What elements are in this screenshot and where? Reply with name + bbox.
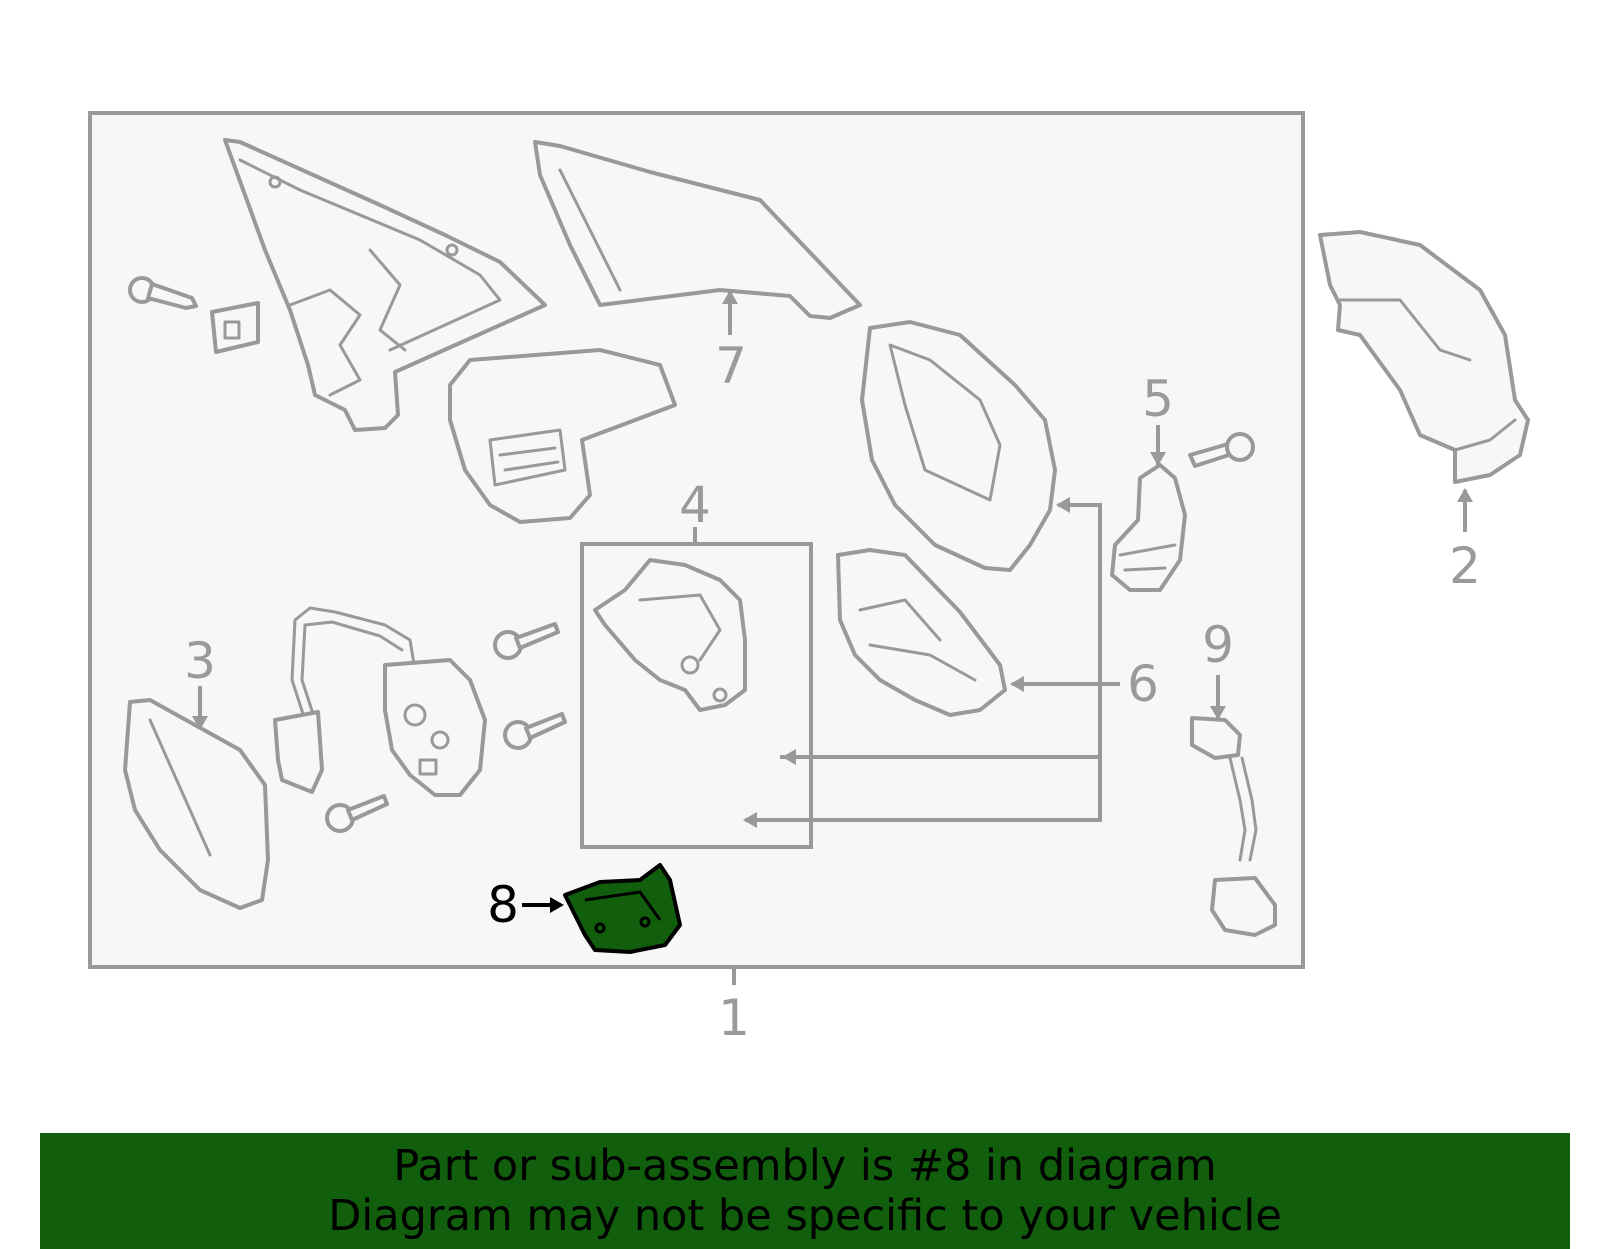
callout-1: 1	[718, 989, 750, 1047]
base-bracket	[448, 348, 677, 524]
arrowhead-6a	[1056, 497, 1070, 513]
mirror-base-housing	[223, 138, 547, 432]
mirror-glass-3	[123, 698, 270, 910]
screw-base	[128, 276, 198, 310]
arrowhead-6b	[782, 749, 796, 765]
wire-harness-9	[1190, 716, 1277, 937]
callout-5: 5	[1142, 370, 1174, 428]
callout-2-arrowhead	[1457, 488, 1473, 502]
screw-center-1	[493, 622, 560, 660]
info-banner: Part or sub-assembly is #8 in diagram Di…	[40, 1133, 1570, 1249]
callout-7-arrowhead	[722, 290, 738, 304]
callout-4: 4	[679, 476, 711, 534]
callout-2: 2	[1449, 537, 1481, 595]
parts-diagram: 1 2 3 4 5 6 7 8 9	[88, 111, 1530, 1047]
callout-6: 6	[1127, 655, 1159, 713]
banner-disclaimer-line: Diagram may not be specific to your vehi…	[328, 1191, 1282, 1241]
callout-3-arrowhead	[192, 716, 208, 730]
turn-signal-5	[1110, 463, 1187, 592]
screw-center-2	[503, 712, 567, 750]
banner-part-line: Part or sub-assembly is #8 in diagram	[393, 1141, 1217, 1191]
screw-signal	[1188, 432, 1255, 468]
screw-center-3	[325, 794, 389, 833]
mirror-housing-frame	[860, 320, 1057, 572]
clip	[210, 301, 260, 354]
callout-9: 9	[1202, 616, 1234, 674]
callout-5-arrowhead	[1150, 452, 1166, 466]
callout-6-arrowhead	[1010, 676, 1024, 692]
mirror-motor-4	[593, 558, 747, 712]
callout-8-arrowhead	[550, 897, 564, 913]
callout-7: 7	[715, 337, 747, 395]
lower-cover-6	[836, 548, 1007, 717]
callout-9-arrowhead	[1210, 706, 1226, 720]
callout-3: 3	[184, 632, 216, 690]
control-board	[383, 658, 487, 797]
highlighted-part-8[interactable]	[563, 863, 682, 954]
part-6-bracket-line	[745, 503, 1102, 822]
wiring-harness	[273, 606, 417, 794]
cover-trim-7	[533, 140, 862, 320]
callout-8: 8	[487, 876, 519, 934]
arrowhead-6c	[743, 812, 757, 828]
mirror-cap-2	[1318, 230, 1530, 484]
